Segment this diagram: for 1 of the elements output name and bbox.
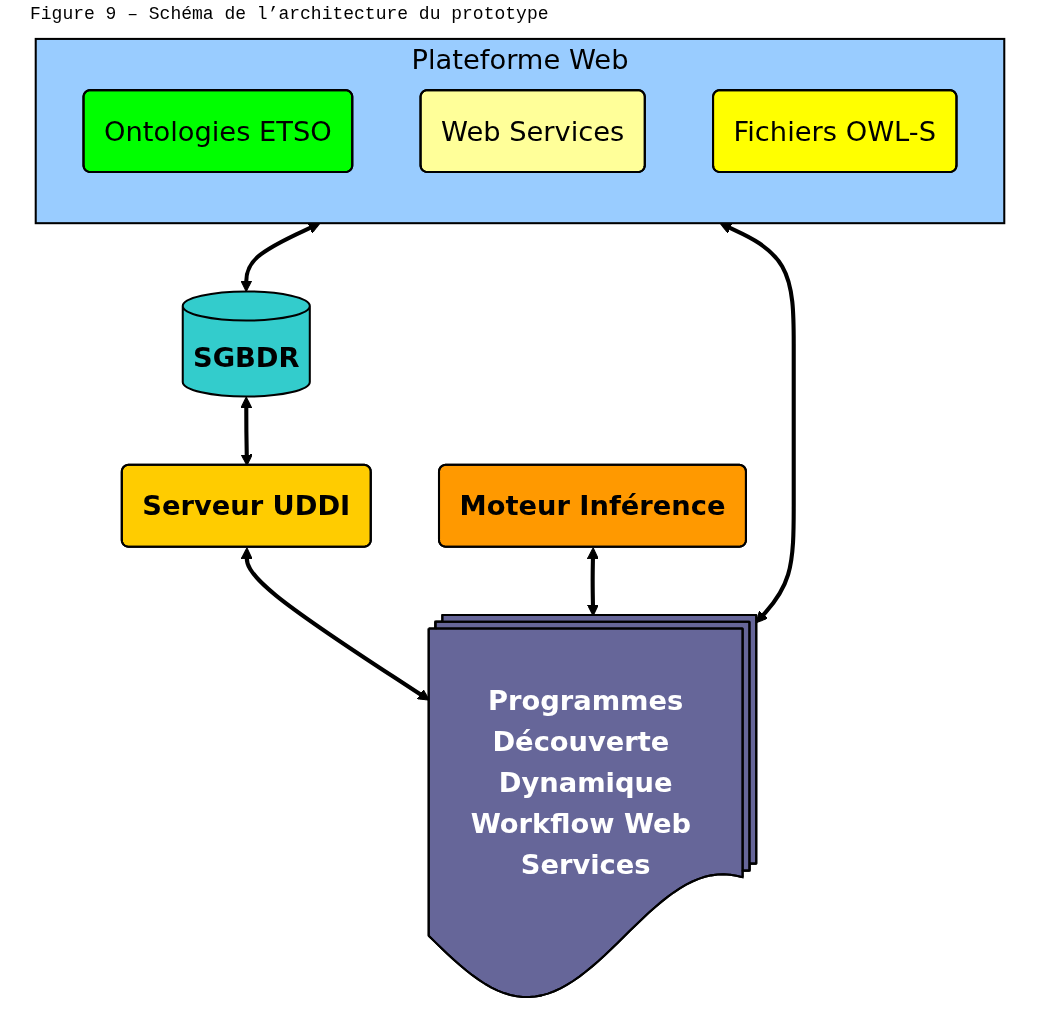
figure-title: Figure 9 – Schéma de l’architecture du prototype [30,4,550,24]
